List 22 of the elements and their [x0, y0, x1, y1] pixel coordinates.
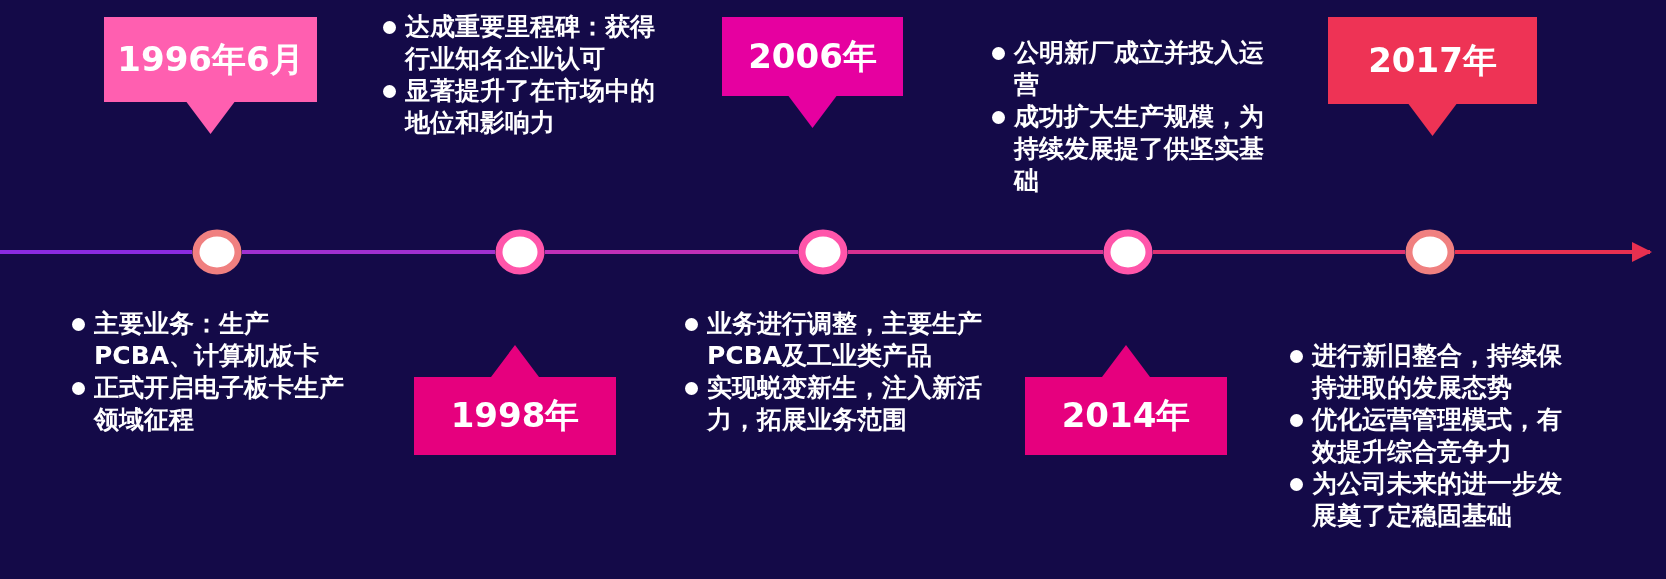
bullet-text: 实现蜕变新生，注入新活力，拓展业务范围	[685, 372, 985, 436]
year-callout: 1998年	[414, 345, 616, 455]
timeline-line	[0, 250, 192, 254]
year-callout: 2006年	[722, 17, 903, 128]
bullet-text: 成功扩大生产规模，为持续发展提了供坚实基础	[992, 101, 1282, 197]
year-callout: 2014年	[1025, 345, 1227, 455]
bullet-text: 正式开启电子板卡生产领域征程	[72, 372, 362, 436]
timeline-line	[1153, 250, 1405, 254]
bullet-text: 主要业务：生产PCBA、计算机板卡	[72, 308, 362, 372]
year-callout: 2017年	[1328, 17, 1537, 136]
bullet-text: 显著提升了在市场中的地位和影响力	[383, 75, 673, 139]
bullet-text: 公明新厂成立并投入运营	[992, 37, 1282, 101]
timeline-line	[848, 250, 1103, 254]
bullet-text: 进行新旧整合，持续保持进取的发展态势	[1290, 340, 1580, 404]
bullet-text: 优化运营管理模式，有效提升综合竞争力	[1290, 404, 1580, 468]
year-callout: 1996年6月	[104, 17, 317, 134]
bullet-text: 为公司未来的进一步发展奠了定稳固基础	[1290, 468, 1580, 532]
timeline-arrow	[1455, 242, 1652, 262]
timeline-line	[545, 250, 798, 254]
timeline-line	[242, 250, 495, 254]
bullet-text: 达成重要里程碑：获得行业知名企业认可	[383, 11, 673, 75]
bullet-text: 业务进行调整，主要生产PCBA及工业类产品	[685, 308, 985, 372]
